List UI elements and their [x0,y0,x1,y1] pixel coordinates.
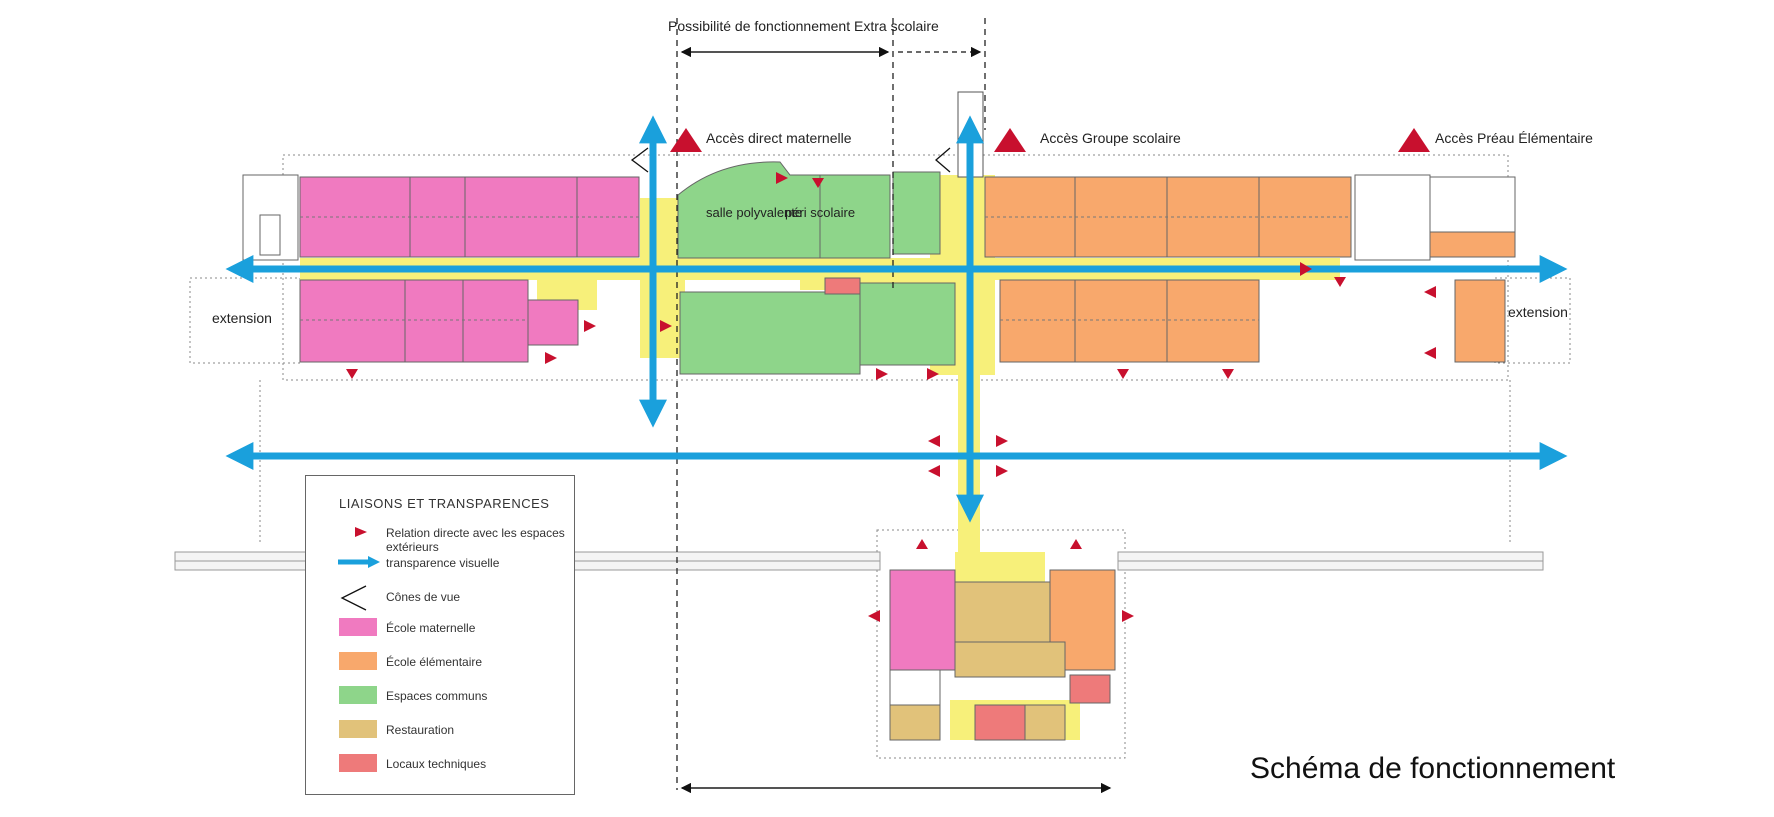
legend-heading: LIAISONS ET TRANSPARENCES [339,496,550,511]
extension-east-label: extension [1508,304,1568,320]
periscolaire-label: péri scolaire [785,205,856,220]
legend-cone-icon [340,585,367,611]
legend-communs-label: Espaces communs [386,689,488,703]
transparency-arrows [225,115,1568,523]
legend-restauration-label: Restauration [386,723,455,737]
legend-relation-icon [355,527,367,537]
south-building [889,569,1116,741]
access-preau-label: Accès Préau Élémentaire [1435,130,1593,146]
view-cones [630,147,951,173]
legend-swatch-maternelle [339,618,377,636]
diagram-title: Schéma de fonctionnement [1250,752,1616,785]
access-maternelle-label: Accès direct maternelle [706,130,852,146]
legend-transparency-label: transparence visuelle [386,556,500,570]
legend-cone-label: Cônes de vue [386,590,461,604]
extrascolaire-bounds [676,18,986,790]
legend-technique-label: Locaux techniques [386,757,487,771]
preau-room [1429,176,1516,233]
maternelle-upper-rooms [299,176,640,258]
legend-maternelle-label: École maternelle [386,621,476,635]
extrascolaire-label: Possibilité de fonctionnement Extra scol… [668,18,939,34]
extension-west-label: extension [212,310,272,326]
common-spaces [677,161,956,375]
salle-polyvalente-label: salle polyvalente [706,205,803,220]
legend-swatch-elementaire [339,652,377,670]
access-markers [670,128,1430,152]
elementaire-lower-rooms [999,279,1260,363]
legend-elementaire-label: École élémentaire [386,655,483,669]
preau-block [1354,174,1431,261]
legend-swatch-communs [339,686,377,704]
technical-room-center [824,277,861,295]
legend-relation-label: Relation directe avec les espaces extéri… [386,526,565,554]
small-room-west [259,214,281,256]
maternelle-lower-rooms [299,279,579,363]
relation-markers [346,172,1436,622]
legend: LIAISONS ET TRANSPARENCES Relation direc… [305,475,575,795]
extension-east-room [1454,279,1506,363]
access-groupe-label: Accès Groupe scolaire [1040,130,1181,146]
preau-room-orange [1429,231,1516,258]
partitions [300,216,1351,321]
legend-swatch-technique [339,754,377,772]
legend-transparency-icon [338,556,380,568]
legend-swatch-restauration [339,720,377,738]
